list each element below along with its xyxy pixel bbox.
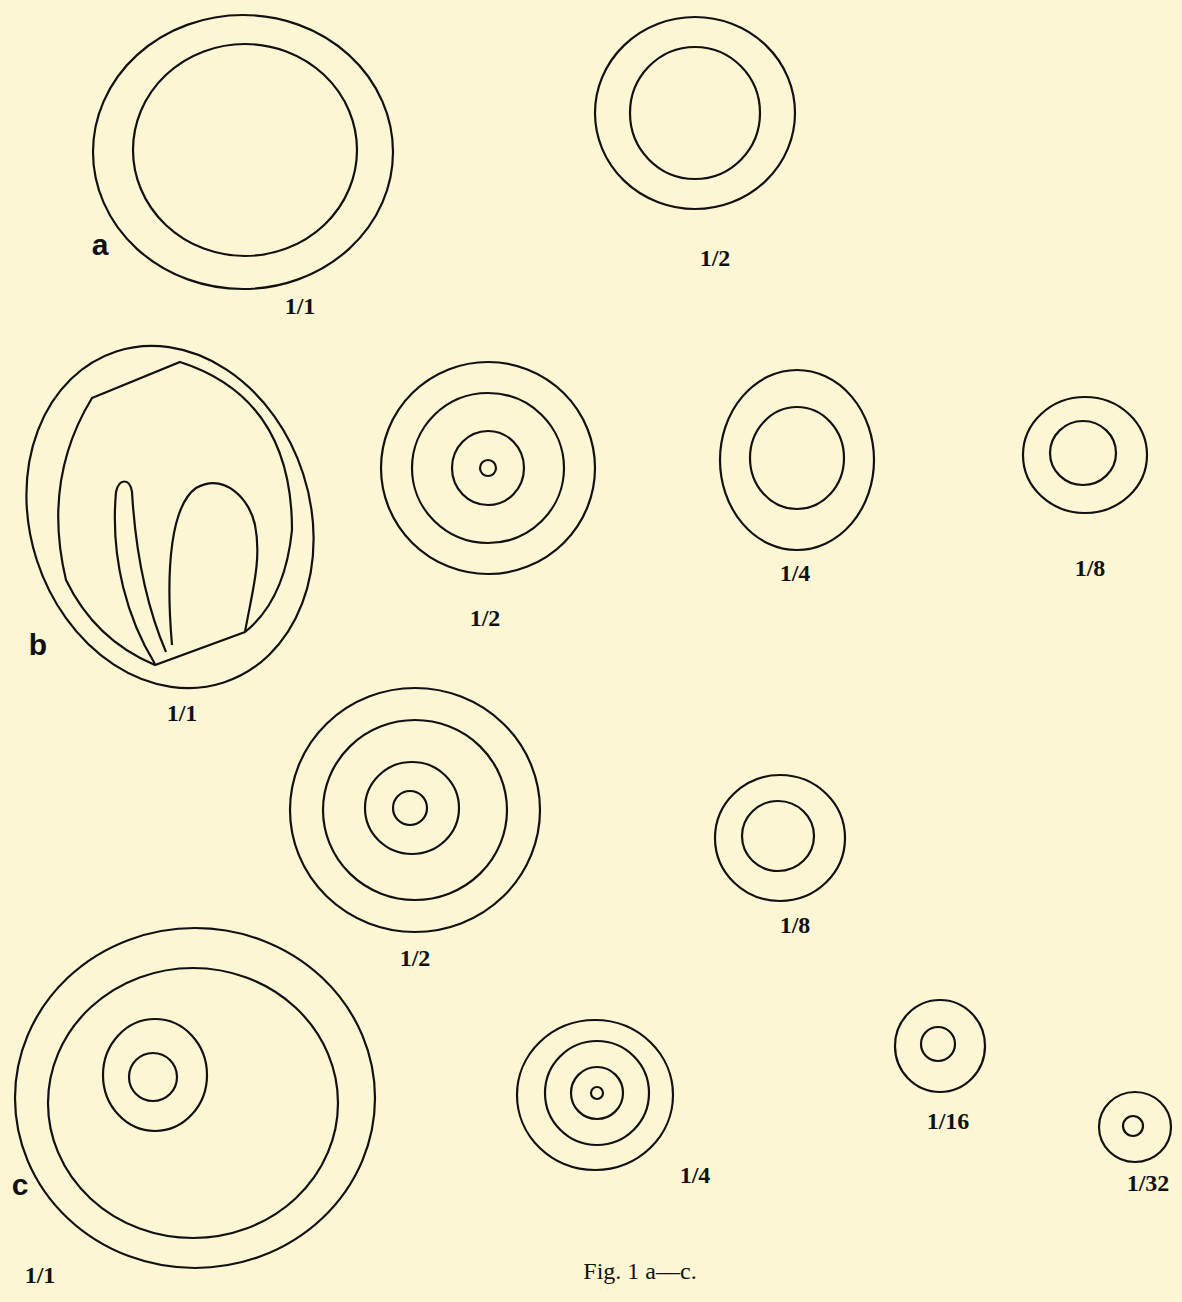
section-c-quarter [517,1020,673,1170]
scale-label: 1/2 [470,605,501,633]
scale-label: 1/4 [680,1162,711,1190]
section-b-quarter [720,370,874,550]
scale-label: 1/1 [25,1262,56,1290]
panel-letter: c [12,1168,29,1203]
section-b-full [0,308,357,725]
scale-label: 1/1 [167,700,198,728]
scale-label: 1/2 [700,245,731,273]
section-c-sixteenth [895,1000,985,1092]
scale-label: 1/8 [780,912,811,940]
panel-letter: a [92,228,109,263]
scale-label: 1/16 [927,1108,970,1136]
scale-label: 1/32 [1127,1170,1170,1198]
scale-label: 1/8 [1075,555,1106,583]
scale-label: 1/1 [285,293,316,321]
section-a-full [93,15,393,289]
scale-label: 1/2 [400,945,431,973]
section-b-half [381,362,595,574]
section-c-thirtysecond [1099,1092,1171,1162]
panel-letter: b [29,628,47,663]
section-a-half [595,17,795,209]
scale-label: 1/4 [780,560,811,588]
section-c-half [290,688,540,932]
section-b-eighth [1023,397,1147,513]
figure-caption: Fig. 1 a—c. [583,1258,696,1285]
section-c-eighth [715,775,845,901]
section-c-full [15,928,375,1268]
